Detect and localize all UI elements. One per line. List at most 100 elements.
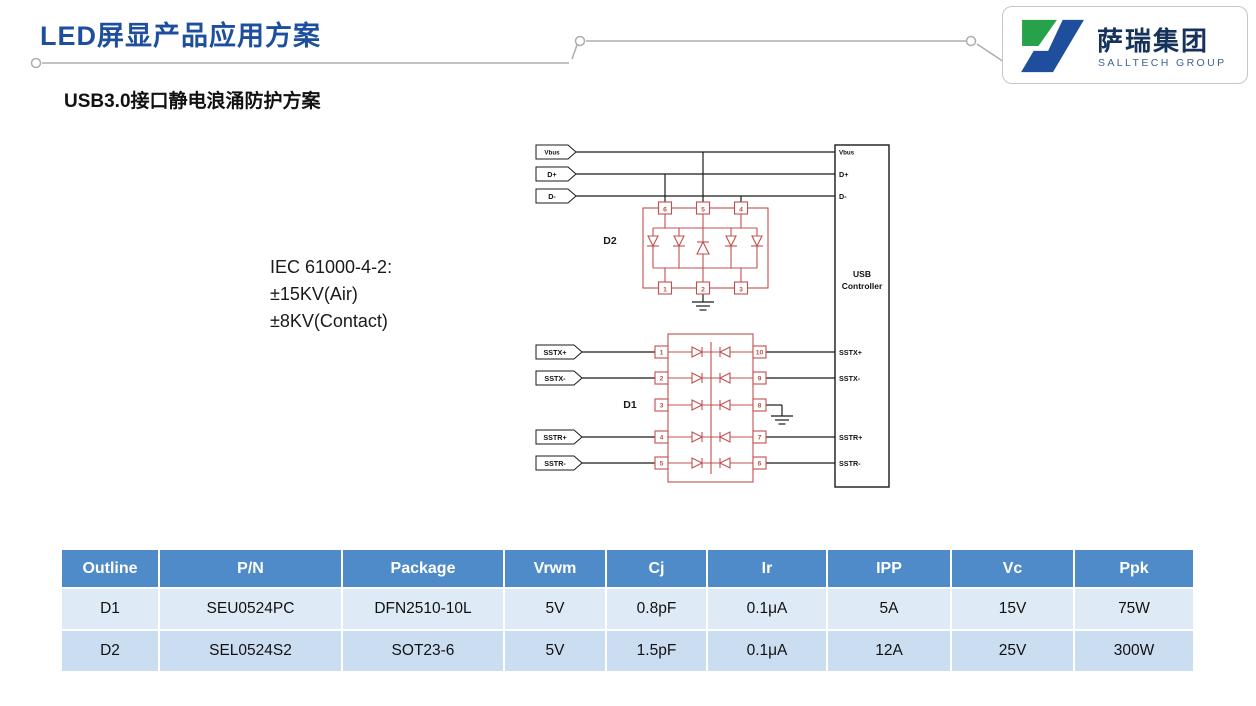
table-cell: 300W	[1075, 631, 1193, 671]
tag-vbus	[535, 144, 577, 160]
d1-component	[654, 333, 767, 483]
signal-tag-labels: Vbus D+ D- SSTX+ SSTX- SSTR+ SSTR-	[543, 150, 566, 469]
svg-text:1: 1	[660, 350, 664, 357]
column-header-cj: Cj	[607, 550, 706, 587]
column-header-vc: Vc	[952, 550, 1073, 587]
table-cell: 75W	[1075, 589, 1193, 629]
svg-text:3: 3	[660, 403, 664, 410]
table-cell: 1.5pF	[607, 631, 706, 671]
controller-sstr-minus-label: SSTR-	[839, 459, 861, 468]
logo-blue-shape	[1021, 19, 1084, 73]
table-cell: SOT23-6	[343, 631, 503, 671]
ground-icon	[691, 301, 715, 311]
column-header-outline: Outline	[62, 550, 158, 587]
svg-text:2: 2	[701, 287, 705, 294]
tag-vbus-label: Vbus	[544, 150, 560, 157]
svg-text:1: 1	[663, 287, 667, 294]
d2-label: D2	[603, 235, 617, 247]
tag-dminus-label: D-	[548, 192, 556, 201]
signal-wires	[576, 151, 835, 464]
controller-dminus-label: D-	[839, 192, 847, 201]
svg-text:7: 7	[758, 435, 762, 442]
svg-text:6: 6	[758, 461, 762, 468]
usb-controller: Vbus D+ D- USB Controller SSTX+ SSTX- SS…	[834, 144, 890, 488]
controller-dplus-label: D+	[839, 170, 848, 179]
tag-sstx-minus	[535, 370, 583, 386]
column-header-ir: Ir	[708, 550, 826, 587]
d1-internal-diodes	[667, 342, 754, 474]
table-cell: SEL0524S2	[160, 631, 341, 671]
svg-text:10: 10	[756, 350, 764, 357]
svg-text:5: 5	[701, 207, 705, 214]
svg-text:2: 2	[660, 376, 664, 383]
controller-vbus-label: Vbus	[839, 150, 855, 157]
table-cell: 25V	[952, 631, 1073, 671]
tag-sstx-plus	[535, 344, 583, 360]
svg-text:4: 4	[660, 435, 664, 442]
table-header-row: Outline P/N Package Vrwm Cj Ir IPP Vc Pp…	[62, 550, 1193, 587]
page-title: LED屏显产品应用方案	[40, 21, 321, 51]
table-cell: SEU0524PC	[160, 589, 341, 629]
table-cell: D2	[62, 631, 158, 671]
ground-icon	[770, 415, 794, 425]
controller-sstx-minus-label: SSTX-	[839, 374, 861, 383]
d2-internal-diodes	[646, 214, 764, 282]
company-name-cn: 萨瑞集团	[1097, 26, 1210, 56]
signal-tags	[535, 144, 583, 471]
svg-text:8: 8	[758, 403, 762, 410]
company-logo-panel: 萨瑞集团 SALLTECH GROUP	[1002, 6, 1248, 84]
logo-green-shape	[1022, 19, 1057, 46]
table-cell: 12A	[828, 631, 950, 671]
d2-component	[642, 201, 769, 295]
svg-text:3: 3	[739, 287, 743, 294]
table-cell: D1	[62, 589, 158, 629]
spec-table: Outline P/N Package Vrwm Cj Ir IPP Vc Pp…	[62, 550, 1193, 673]
table-cell: 0.8pF	[607, 589, 706, 629]
iec-line-1: IEC 61000-4-2:	[270, 257, 393, 277]
tag-sstr-plus	[535, 429, 583, 445]
column-header-vrwm: Vrwm	[505, 550, 605, 587]
table-cell: 15V	[952, 589, 1073, 629]
d2-pin-numbers: 6 5 4 1 2 3	[663, 207, 743, 294]
d1-label: D1	[623, 399, 637, 411]
svg-text:6: 6	[663, 207, 667, 214]
column-header-ipp: IPP	[828, 550, 950, 587]
iec-standard-note: IEC 61000-4-2: ±15KV(Air) ±8KV(Contact)	[270, 254, 392, 335]
salltech-logo-icon	[1021, 19, 1084, 73]
tag-dminus	[535, 188, 577, 204]
circuit-diagram: Vbus D+ D- SSTX+ SSTX- SSTR+ SSTR-	[535, 144, 890, 488]
controller-title-line2: Controller	[842, 281, 883, 291]
tag-sstr-minus	[535, 455, 583, 471]
controller-sstx-plus-label: SSTX+	[839, 348, 862, 357]
iec-line-3: ±8KV(Contact)	[270, 311, 388, 331]
table-cell: 5V	[505, 589, 605, 629]
section-subtitle: USB3.0接口静电浪涌防护方案	[64, 91, 321, 112]
tag-sstr-minus-label: SSTR-	[544, 459, 566, 468]
iec-line-2: ±15KV(Air)	[270, 284, 358, 304]
svg-text:9: 9	[758, 376, 762, 383]
column-header-ppk: Ppk	[1075, 550, 1193, 587]
d1-pin-numbers: 1 2 3 4 5 10 9 8 7 6	[660, 350, 764, 468]
table-cell: 0.1μA	[708, 631, 826, 671]
company-name-en: SALLTECH GROUP	[1098, 57, 1227, 69]
table-cell: 5A	[828, 589, 950, 629]
table-cell: 0.1μA	[708, 589, 826, 629]
controller-sstr-plus-label: SSTR+	[839, 433, 862, 442]
header-decoration-line	[30, 35, 1005, 69]
svg-text:4: 4	[739, 207, 743, 214]
d1-pins	[654, 345, 767, 470]
column-header-pn: P/N	[160, 550, 341, 587]
tag-dplus	[535, 166, 577, 182]
table-row-d2: D2 SEL0524S2 SOT23-6 5V 1.5pF 0.1μA 12A …	[62, 631, 1193, 671]
svg-text:5: 5	[660, 461, 664, 468]
table-cell: DFN2510-10L	[343, 589, 503, 629]
column-header-package: Package	[343, 550, 503, 587]
tag-dplus-label: D+	[547, 170, 556, 179]
tag-sstx-plus-label: SSTX+	[544, 348, 567, 357]
table-cell: 5V	[505, 631, 605, 671]
controller-title-line1: USB	[853, 269, 871, 279]
usb-controller-body	[834, 144, 890, 488]
table-row-d1: D1 SEU0524PC DFN2510-10L 5V 0.8pF 0.1μA …	[62, 589, 1193, 629]
tag-sstx-minus-label: SSTX-	[544, 374, 566, 383]
